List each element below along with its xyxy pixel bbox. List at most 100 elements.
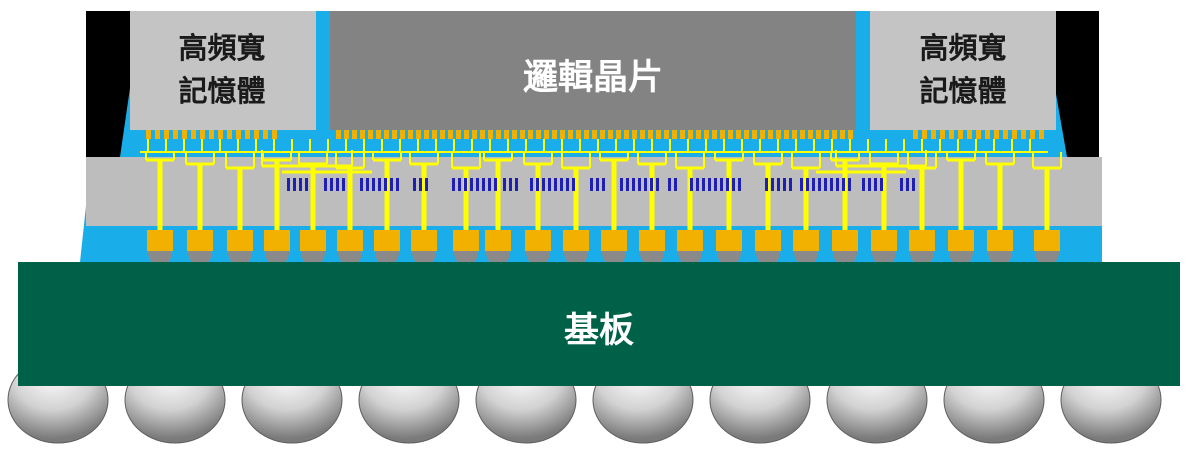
- hbm-left-label-line1: 高頻寬: [178, 31, 265, 65]
- bump-pad: [485, 230, 511, 251]
- via: [572, 178, 575, 191]
- micro-bump: [528, 130, 533, 139]
- via: [732, 178, 735, 191]
- via: [912, 178, 915, 191]
- micro-bump: [672, 130, 677, 139]
- hbm-left-label-line2: 記憶體: [178, 74, 265, 108]
- micro-bump: [200, 130, 205, 139]
- via: [696, 178, 699, 191]
- micro-bump: [173, 130, 178, 139]
- micro-bump: [931, 130, 936, 139]
- bump-pads: [147, 230, 1060, 251]
- via: [668, 178, 671, 191]
- via: [674, 178, 677, 191]
- micro-bump: [552, 130, 557, 139]
- via: [590, 178, 593, 191]
- micro-bump: [784, 130, 789, 139]
- micro-bump: [512, 130, 517, 139]
- micro-bump: [352, 130, 357, 139]
- via: [324, 178, 327, 191]
- via: [560, 178, 563, 191]
- micro-bump: [712, 130, 717, 139]
- micro-bump: [985, 130, 990, 139]
- via: [494, 178, 497, 191]
- micro-bump: [408, 130, 413, 139]
- hbm-left-die: [130, 11, 316, 130]
- via: [515, 178, 518, 191]
- via: [862, 178, 865, 191]
- via: [299, 178, 302, 191]
- via: [293, 178, 296, 191]
- via: [720, 178, 723, 191]
- via: [503, 178, 506, 191]
- micro-bump: [164, 130, 169, 139]
- via: [848, 178, 851, 191]
- micro-bump: [824, 130, 829, 139]
- micro-bump: [576, 130, 581, 139]
- micro-bump: [254, 130, 259, 139]
- bump-pad: [677, 230, 703, 251]
- via: [396, 178, 399, 191]
- bump-pad: [909, 230, 935, 251]
- bump-pad: [374, 230, 400, 251]
- via: [470, 178, 473, 191]
- micro-bump: [336, 130, 341, 139]
- bump-pad: [832, 230, 858, 251]
- micro-bump: [752, 130, 757, 139]
- micro-bump: [744, 130, 749, 139]
- via: [656, 178, 659, 191]
- micro-bump: [245, 130, 250, 139]
- micro-bump: [1030, 130, 1035, 139]
- micro-bump: [227, 130, 232, 139]
- bump-pad: [147, 230, 173, 251]
- micro-bump: [236, 130, 241, 139]
- micro-bump: [464, 130, 469, 139]
- micro-bump: [922, 130, 927, 139]
- micro-bump: [736, 130, 741, 139]
- via: [390, 178, 393, 191]
- micro-bump: [496, 130, 501, 139]
- hbm-right-die: [870, 11, 1056, 130]
- micro-bump: [608, 130, 613, 139]
- micro-bump: [488, 130, 493, 139]
- via: [360, 178, 363, 191]
- via: [708, 178, 711, 191]
- micro-bump: [1021, 130, 1026, 139]
- via: [378, 178, 381, 191]
- bump-pad: [716, 230, 742, 251]
- via: [542, 178, 545, 191]
- bump-pad: [227, 230, 253, 251]
- micro-bump: [263, 130, 268, 139]
- via: [464, 178, 467, 191]
- via: [771, 178, 774, 191]
- via: [366, 178, 369, 191]
- micro-bump: [416, 130, 421, 139]
- via: [482, 178, 485, 191]
- via: [342, 178, 345, 191]
- via: [726, 178, 729, 191]
- micro-bump: [560, 130, 565, 139]
- micro-bump: [218, 130, 223, 139]
- via: [842, 178, 845, 191]
- micro-bump: [392, 130, 397, 139]
- micro-bump: [949, 130, 954, 139]
- micro-bump: [792, 130, 797, 139]
- via: [626, 178, 629, 191]
- via: [900, 178, 903, 191]
- micro-bump: [940, 130, 945, 139]
- underfill-gap-left: [316, 11, 330, 157]
- micro-bump: [384, 130, 389, 139]
- via: [566, 178, 569, 191]
- micro-bump: [816, 130, 821, 139]
- via: [458, 178, 461, 191]
- via: [783, 178, 786, 191]
- bump-pad: [264, 230, 290, 251]
- bump-pad: [1034, 230, 1060, 251]
- hbm-right-label-line1: 高頻寬: [919, 31, 1006, 65]
- micro-bump: [728, 130, 733, 139]
- via: [702, 178, 705, 191]
- micro-bump: [640, 130, 645, 139]
- via: [330, 178, 333, 191]
- micro-bump: [776, 130, 781, 139]
- micro-bump: [840, 130, 845, 139]
